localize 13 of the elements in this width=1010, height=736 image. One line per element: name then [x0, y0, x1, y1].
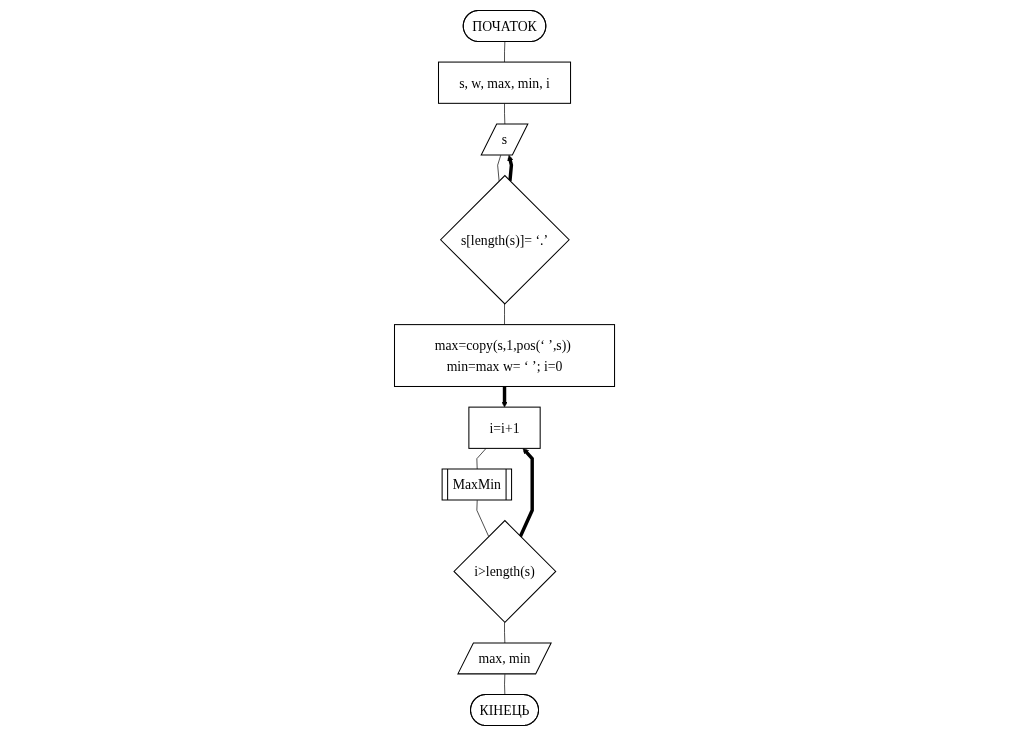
arrow [507, 155, 514, 182]
connector [476, 448, 487, 470]
node-box: max=copy(s,1,pos(‘ ’,s)) min=max w= ‘ ’; i=0 [394, 324, 616, 388]
connector [476, 499, 490, 537]
arrow [519, 448, 535, 538]
connector [504, 673, 506, 696]
node-diamond: i>length(s) [453, 519, 557, 624]
connector [497, 154, 502, 182]
node-diamond: s[length(s)]= ‘.’ [440, 174, 571, 305]
connector [504, 303, 506, 325]
connector [504, 41, 506, 63]
node-box: s, w, max, min, i [438, 61, 572, 104]
node-box: i=i+1 [468, 406, 542, 449]
